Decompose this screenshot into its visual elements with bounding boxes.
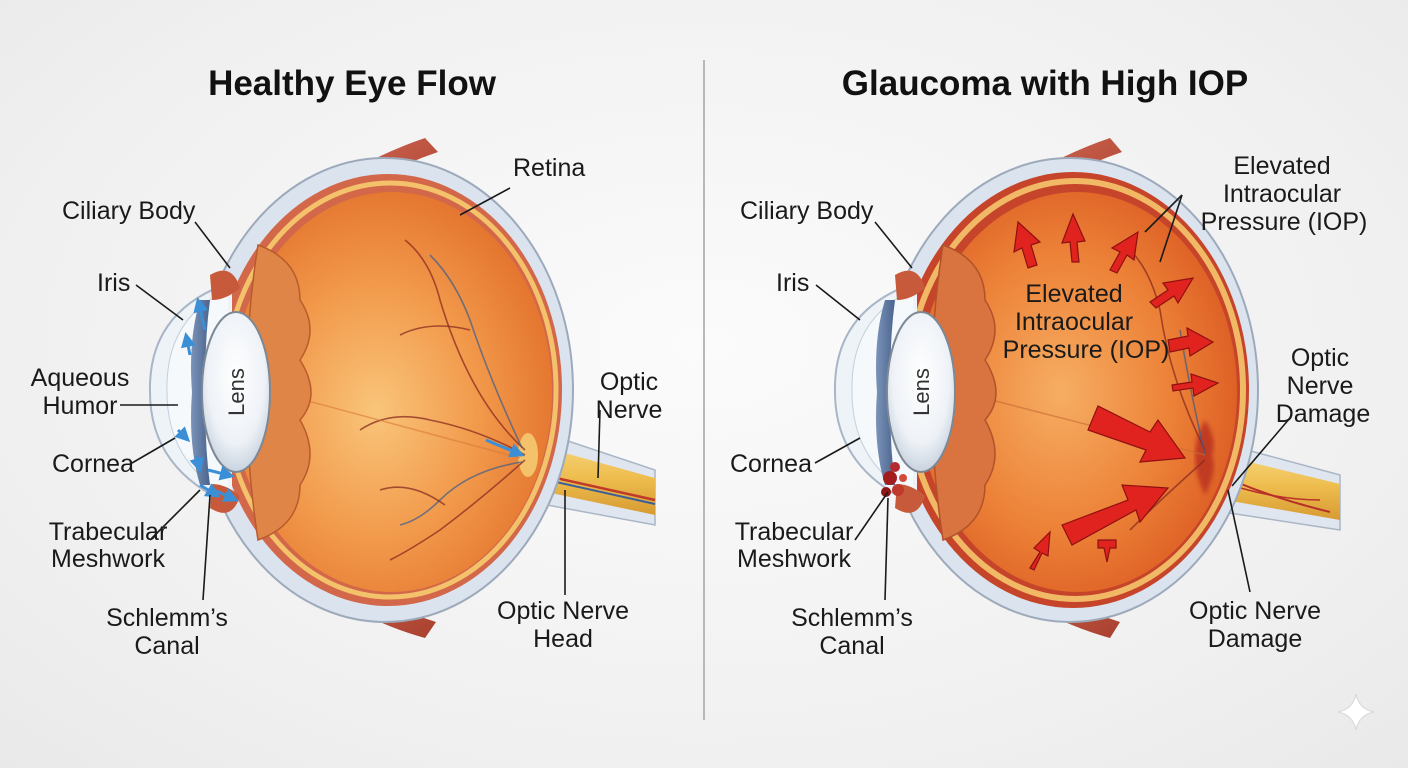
pressure-arrow-icon <box>1013 212 1220 571</box>
vessel <box>399 325 471 336</box>
label-damage-right-1: Optic <box>1291 344 1349 372</box>
label-ciliary-body: Ciliary Body <box>62 197 196 225</box>
label-cornea: Cornea <box>52 450 134 478</box>
label-schlemm-1: Schlemm’s <box>106 604 228 632</box>
leader-schlemm <box>884 497 889 601</box>
leader-cornea <box>131 437 176 464</box>
vessel <box>404 239 526 451</box>
leader-trabecular <box>149 489 201 541</box>
label-damage-bottom-1: Optic Nerve <box>1189 597 1321 625</box>
label-trabecular-2: Meshwork <box>737 545 851 573</box>
healthy-title: Healthy Eye Flow <box>208 64 497 103</box>
lens-shape <box>886 311 956 473</box>
glaucoma-leaders <box>814 194 1291 601</box>
label-iop-top-3: Pressure (IOP) <box>1201 208 1368 236</box>
label-aqueous-2: Humor <box>42 392 117 420</box>
lens-shape <box>201 311 271 473</box>
label-ciliary-body: Ciliary Body <box>740 197 874 225</box>
blocked-meshwork-icon <box>881 462 907 497</box>
ciliary-body-upper <box>895 270 925 300</box>
vessel <box>399 461 523 526</box>
label-retina: Retina <box>513 154 585 182</box>
leader-iop-top-a <box>1144 194 1183 233</box>
lens-label: Lens <box>909 368 934 416</box>
lens-label: Lens <box>224 368 249 416</box>
healthy-eye-panel: Healthy Eye Flow <box>31 64 663 660</box>
leader-trabecular <box>854 491 889 541</box>
label-schlemm-2: Canal <box>134 632 199 660</box>
label-optic-nerve-1: Optic <box>600 368 658 396</box>
label-optic-head-2: Head <box>533 625 593 653</box>
label-iop-top-1: Elevated <box>1233 152 1330 180</box>
label-iris: Iris <box>776 269 809 297</box>
leader-iris <box>815 284 861 321</box>
leader-iop-top-b <box>1159 194 1183 263</box>
iris-shape <box>876 300 895 485</box>
leader-ciliary <box>874 221 913 269</box>
vessel <box>1129 249 1206 451</box>
leader-optic-nerve <box>597 409 601 479</box>
label-optic-head-1: Optic Nerve <box>497 597 629 625</box>
label-schlemm-2: Canal <box>819 632 884 660</box>
label-iop-inner-3: Pressure (IOP) <box>1003 336 1170 364</box>
label-trabecular-1: Trabecular <box>49 518 168 546</box>
aqueous-flow-arrow-icon <box>174 297 525 502</box>
leader-damage-bottom <box>1227 489 1251 593</box>
label-iop-inner-1: Elevated <box>1025 280 1122 308</box>
ciliary-body-upper <box>210 270 240 300</box>
leader-ciliary <box>194 221 231 269</box>
glaucoma-eye-panel: Glaucoma with High IOP <box>730 64 1370 660</box>
healthy-leaders <box>120 187 601 601</box>
label-schlemm-1: Schlemm’s <box>791 604 913 632</box>
vitreous-body <box>232 192 552 592</box>
label-iop-top-2: Intraocular <box>1223 180 1341 208</box>
iris-shape <box>191 300 210 485</box>
label-iop-inner-2: Intraocular <box>1015 308 1133 336</box>
label-trabecular-2: Meshwork <box>51 545 165 573</box>
leader-cornea <box>814 437 861 464</box>
leader-retina <box>459 187 511 216</box>
label-damage-bottom-2: Damage <box>1208 625 1303 653</box>
vessel <box>429 254 523 449</box>
label-damage-right-3: Damage <box>1276 400 1371 428</box>
vessel <box>379 486 446 506</box>
label-trabecular-1: Trabecular <box>735 518 854 546</box>
sparkle-icon <box>1337 693 1375 731</box>
label-damage-right-2: Nerve <box>1287 372 1354 400</box>
label-iris: Iris <box>97 269 130 297</box>
label-optic-nerve-2: Nerve <box>596 396 663 424</box>
leader-schlemm <box>202 494 211 601</box>
vessel <box>389 459 526 561</box>
glaucoma-title: Glaucoma with High IOP <box>842 64 1248 103</box>
label-aqueous-1: Aqueous <box>31 364 130 392</box>
vessel <box>1129 459 1206 531</box>
leader-iris <box>135 284 184 321</box>
leader-damage-right <box>1231 417 1291 487</box>
label-cornea: Cornea <box>730 450 812 478</box>
